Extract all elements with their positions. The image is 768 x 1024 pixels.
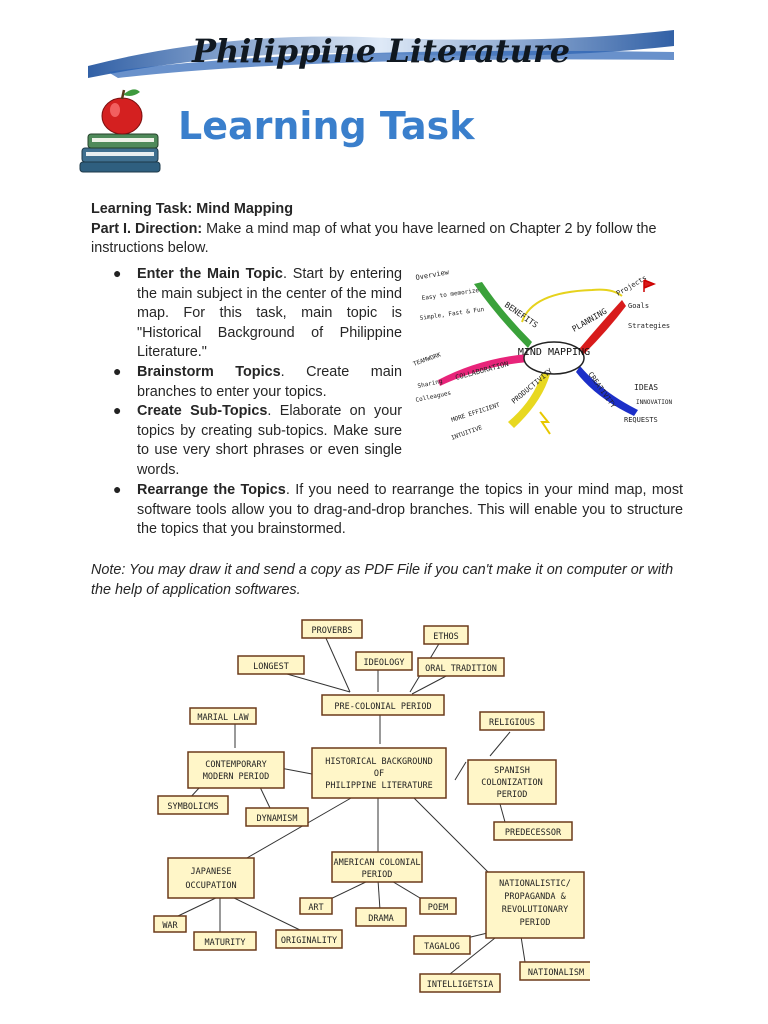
- node-art: ART: [308, 903, 323, 913]
- task-direction: Part I. Direction: Make a mind map of wh…: [91, 220, 683, 259]
- bullet-dot: ●: [113, 363, 122, 379]
- node-spanish-line2: COLONIZATION: [481, 778, 542, 788]
- node-war: WAR: [162, 921, 178, 931]
- banner-title: Philippine Literature: [191, 32, 570, 70]
- node-japanese-line1: JAPANESE: [191, 867, 232, 877]
- bullet-term: Brainstorm Topics: [137, 364, 281, 380]
- node-oral-tradition: ORAL TRADITION: [425, 664, 497, 674]
- direction-text: Make a mind map of what you have learned…: [91, 220, 657, 257]
- leaf-label: Colleagues: [415, 390, 452, 404]
- leaf-label: Strategies: [628, 322, 670, 330]
- node-nationalistic-line1: NATIONALISTIC/: [499, 879, 571, 889]
- node-proverbs: PROVERBS: [312, 626, 353, 636]
- bullet-text: . Elaborate on your topics by creating s…: [137, 403, 402, 478]
- task-heading: Learning Task: Mind Mapping: [91, 201, 294, 217]
- bullet-dot: ●: [113, 265, 122, 281]
- node-marial-law: MARIAL LAW: [197, 713, 249, 723]
- node-intelligetsia: INTELLIGETSIA: [427, 980, 494, 990]
- mind-mapping-illustration: MIND MAPPING BENEFITS PLANNING CREATIVIT…: [412, 268, 673, 442]
- node-nationalism: NATIONALISM: [528, 968, 584, 978]
- bullet-subtopics: Create Sub-Topics. Elaborate on your top…: [137, 402, 402, 480]
- leaf-label: MORE EFFICIENT: [450, 401, 501, 423]
- leaf-label: Sharing: [417, 378, 444, 390]
- node-contemporary-line1: CONTEMPORARY: [205, 760, 266, 770]
- leaf-label: Projects: [615, 274, 648, 298]
- node-tagalog: TAGALOG: [424, 942, 460, 952]
- node-american-line2: PERIOD: [362, 870, 393, 880]
- bullet-text: . If you need to rearrange the topics in…: [137, 482, 684, 537]
- leaf-label: TEAMWORK: [412, 351, 442, 368]
- leaf-label: Simple, Fast & Fun: [419, 306, 485, 322]
- node-nationalistic-line2: PROPAGANDA &: [504, 892, 566, 902]
- node-center-line1: HISTORICAL BACKGROUND: [325, 757, 432, 767]
- node-spanish-line3: PERIOD: [497, 790, 528, 800]
- bullet-dot: ●: [113, 402, 122, 418]
- apple-on-books-icon: [79, 89, 161, 173]
- bullet-dot: ●: [113, 481, 122, 497]
- bullet-text: . Start by entering the main subject in …: [137, 266, 403, 360]
- node-dynamism: DYNAMISM: [257, 814, 298, 824]
- node-pre-colonial: PRE-COLONIAL PERIOD: [334, 702, 431, 712]
- bullet-rearrange: Rearrange the Topics. If you need to rea…: [137, 481, 683, 540]
- node-center-line2: OF: [374, 769, 384, 779]
- bullet-text: . Create main branches to enter your top…: [137, 364, 402, 400]
- node-nationalistic-line4: PERIOD: [520, 918, 551, 928]
- part-label: Part I. Direction:: [91, 220, 203, 237]
- node-religious: RELIGIOUS: [489, 718, 535, 728]
- node-symbolisms: SYMBOLICMS: [167, 802, 218, 812]
- node-center-line3: PHILIPPINE LITERATURE: [325, 781, 432, 791]
- leaf-label: Overview: [415, 268, 450, 282]
- bullet-term: Enter the Main Topic: [137, 266, 283, 282]
- node-japanese-line2: OCCUPATION: [185, 881, 236, 891]
- note: Note: You may draw it and send a copy as…: [91, 562, 674, 598]
- node-spanish-line1: SPANISH: [494, 766, 530, 776]
- philippine-literature-banner: Philippine Literature: [88, 30, 674, 78]
- node-originality: ORIGINALITY: [281, 936, 337, 946]
- branch-label: CREATIVITY: [586, 371, 617, 411]
- node-ideology: IDEOLOGY: [364, 658, 405, 668]
- leaf-label: REQUESTS: [624, 416, 658, 424]
- bullet-term: Rearrange the Topics: [137, 482, 286, 498]
- bullet-main-topic: Enter the Main Topic. Start by entering …: [137, 265, 402, 363]
- mind-map-center-label: MIND MAPPING: [518, 347, 590, 358]
- node-ethos: ETHOS: [433, 632, 459, 642]
- task-intro: Learning Task: Mind Mapping Part I. Dire…: [91, 200, 683, 259]
- leaf-label: INNOVATION: [636, 399, 673, 406]
- page-title: Learning Task: [178, 104, 475, 148]
- node-drama: DRAMA: [368, 914, 394, 924]
- historical-mind-map: PROVERBS ETHOS LONGEST IDEOLOGY ORAL TRA…: [153, 619, 590, 993]
- node-contemporary-line2: MODERN PERIOD: [203, 772, 270, 782]
- bullet-term: Create Sub-Topics: [137, 403, 268, 419]
- leaf-label: IDEAS: [634, 383, 658, 392]
- node-american-line1: AMERICAN COLONIAL: [334, 858, 421, 868]
- node-predecessor: PREDECESSOR: [505, 828, 562, 838]
- leaf-label: Goals: [628, 302, 649, 310]
- bullet-brainstorm: Brainstorm Topics. Create main branches …: [137, 363, 402, 402]
- node-nationalistic-line3: REVOLUTIONARY: [502, 905, 569, 915]
- leaf-label: Easy to memorize: [421, 287, 480, 302]
- leaf-label: INTUITIVE: [450, 424, 483, 442]
- node-poem: POEM: [428, 903, 448, 913]
- node-maturity: MATURITY: [205, 938, 246, 948]
- node-longest: LONGEST: [253, 662, 289, 672]
